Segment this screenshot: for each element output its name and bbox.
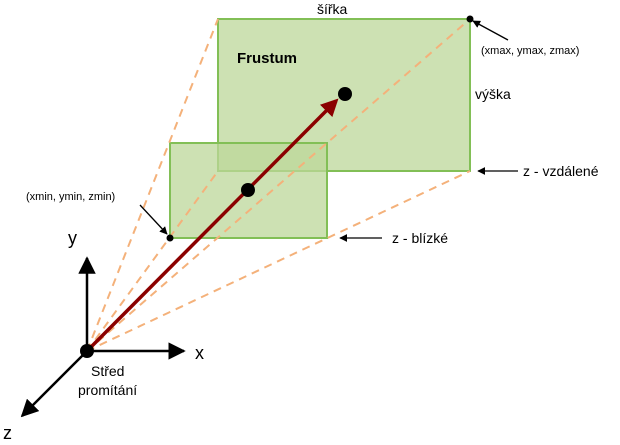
- frustum-edge-bottom-left: [86, 170, 219, 352]
- frustum-edge-bottom-right: [86, 170, 471, 352]
- center-label-line1: Střed: [91, 363, 124, 379]
- axes: [20, 256, 186, 418]
- frustum-edges: [86, 18, 471, 352]
- max-corner-label: (xmax, ymax, zmax): [481, 45, 579, 57]
- axis-z-line: [20, 350, 88, 418]
- min-corner-label: (xmin, ymin, zmin): [26, 191, 115, 203]
- max-corner-pointer: [472, 20, 509, 41]
- projection-center-point: [80, 344, 94, 358]
- min-corner-pointer: [139, 204, 168, 235]
- center-label-line2: promítání: [78, 382, 137, 398]
- max-corner-point: [466, 15, 474, 23]
- frustum-title: Frustum: [237, 50, 297, 67]
- axis-z-label: z: [3, 423, 12, 443]
- axis-x-label: x: [195, 343, 204, 363]
- far-plane-label: z - vzdálené: [523, 163, 599, 179]
- view-ray: [85, 98, 339, 353]
- width-label: šířka: [317, 1, 348, 17]
- height-label: výška: [475, 86, 511, 102]
- pointer-arrows: [139, 20, 518, 242]
- far-center-point: [338, 87, 352, 101]
- near-center-point: [241, 183, 255, 197]
- near-plane-label: z - blízké: [392, 230, 448, 246]
- frustum-edge-top-left: [86, 18, 219, 352]
- axis-y-label: y: [68, 228, 77, 248]
- frustum-edge-top-right: [86, 18, 471, 352]
- min-corner-point: [166, 234, 174, 242]
